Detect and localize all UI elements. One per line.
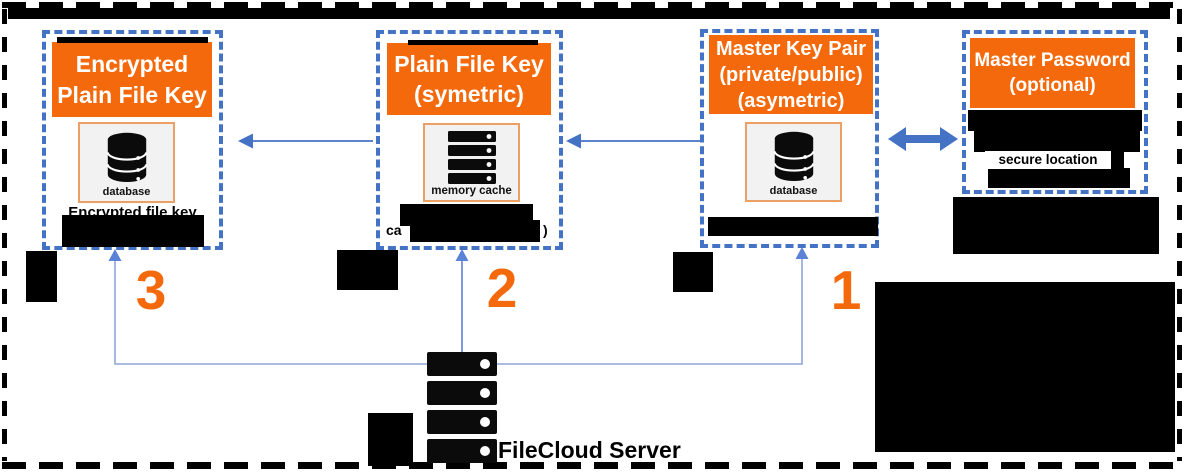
box-master-key-pair	[700, 29, 879, 248]
box3-title-line3: (asymetric)	[737, 89, 845, 112]
box-encrypted-plain-file-key	[42, 30, 223, 250]
arrowhead-to-box3	[795, 247, 809, 259]
redaction-box3-caption	[708, 217, 878, 236]
database-icon	[773, 131, 814, 181]
memory-cache-icon	[447, 131, 496, 184]
redaction-left	[26, 251, 57, 302]
step-number-box2: 2	[486, 257, 518, 319]
redaction-near-box2	[337, 250, 398, 290]
redaction-box1-header-top	[57, 37, 208, 43]
arrowhead-to-box1	[108, 249, 122, 261]
database-icon	[106, 132, 147, 182]
arrowhead-to-box2	[455, 249, 469, 261]
redaction-box2-caption-b	[410, 220, 540, 242]
redaction-box4-line1	[968, 110, 1142, 131]
box2-caption-prefix: ca	[386, 222, 402, 238]
arrowhead-box3-to-box2	[566, 133, 581, 149]
double-arrow-left-head	[888, 127, 906, 151]
box1-title-line1: Encrypted	[75, 51, 189, 78]
redaction-box1-caption	[62, 215, 204, 247]
box3-icon-label: database	[769, 185, 818, 197]
box1-title-line2: Plain File Key	[57, 81, 207, 108]
box3-title: Master Key Pair (private/public) (asymet…	[709, 35, 873, 114]
box1-title: Encrypted Plain File Key	[52, 42, 212, 117]
box4-title-line2: (optional)	[1009, 75, 1096, 96]
secure-location-note: secure location	[985, 151, 1111, 169]
box3-title-line2: (private/public)	[719, 63, 863, 86]
redaction-box2-header-top	[408, 40, 538, 45]
redaction-near-server	[368, 413, 413, 466]
redaction-bottom-right	[875, 282, 1175, 452]
redaction-box4-line2	[974, 131, 1140, 152]
step-number-box1: 3	[135, 259, 167, 321]
outer-border-top	[2, 2, 1182, 8]
box4-title: Master Password (optional)	[970, 38, 1135, 108]
step-number-box3: 1	[830, 259, 862, 321]
box-master-password	[962, 30, 1148, 194]
server-stack-icon	[427, 352, 497, 463]
box2-title: Plain File Key (symetric)	[387, 43, 551, 115]
box-plain-file-key	[376, 30, 563, 250]
box1-icon-label: database	[102, 186, 151, 198]
redaction-title-bar	[8, 8, 1170, 19]
redaction-box4-line3-end	[1108, 152, 1124, 168]
box2-title-line1: Plain File Key	[394, 50, 544, 77]
box2-icon-frame: memory cache	[423, 123, 520, 202]
box3-title-line1: Master Key Pair	[715, 37, 867, 60]
box1-icon-frame: database	[78, 122, 175, 203]
redaction-box4-line4	[988, 168, 1130, 188]
outer-border-right	[1177, 9, 1182, 461]
server-label: FileCloud Server	[498, 437, 681, 463]
outer-border-left	[2, 9, 7, 461]
box3-icon-frame: database	[745, 122, 842, 202]
box2-title-line2: (symetric)	[414, 81, 524, 107]
double-arrow-right-head	[940, 127, 958, 151]
box2-caption-suffix: )	[543, 222, 548, 238]
box2-icon-label: memory cache	[431, 185, 512, 197]
arrowhead-box2-to-box1	[238, 133, 253, 149]
redaction-near-box3	[673, 252, 713, 292]
box4-title-line1: Master Password	[974, 49, 1131, 71]
redaction-below-box4	[953, 197, 1159, 254]
outer-border-bottom	[2, 462, 1182, 469]
